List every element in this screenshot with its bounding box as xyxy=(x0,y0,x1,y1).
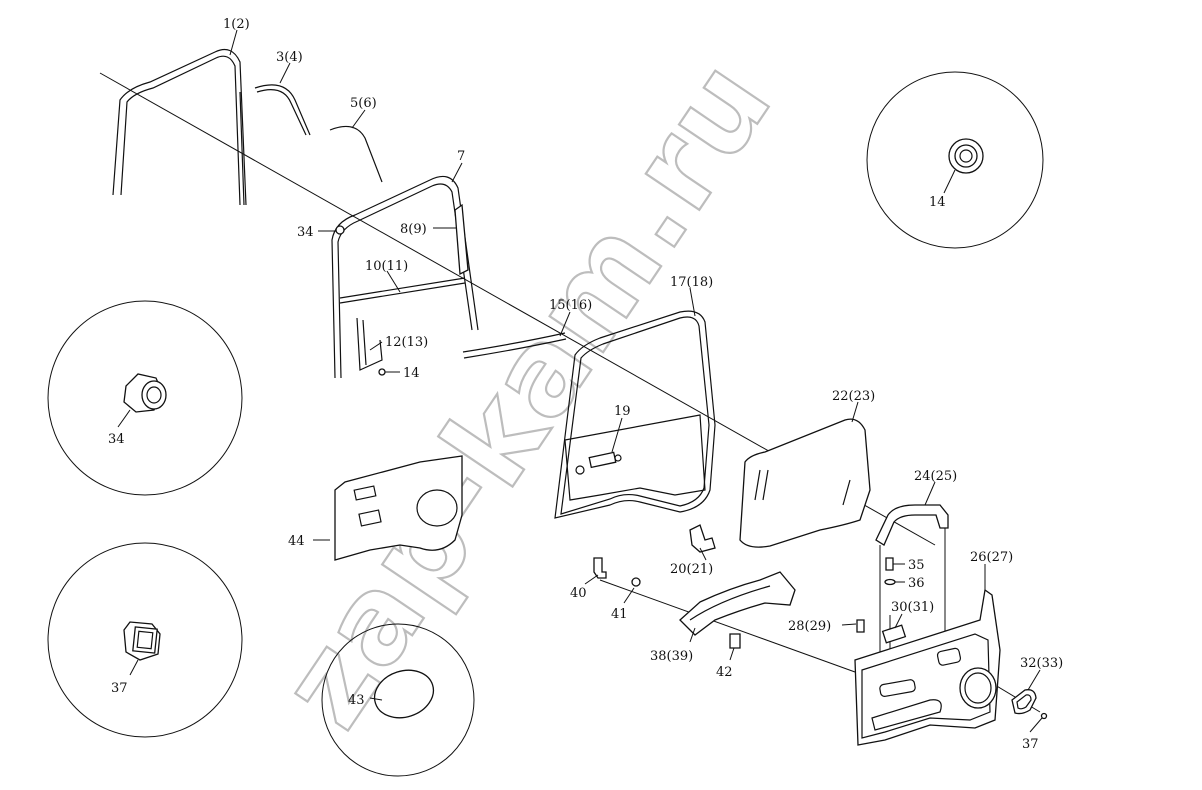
watermark-text: zap-kam.ru xyxy=(254,35,799,750)
callout-8: 8(9) xyxy=(400,222,427,237)
callout-26: 26(27) xyxy=(970,550,1013,565)
part-thin-strips xyxy=(254,84,383,183)
watermark: zap-kam.ru xyxy=(253,34,800,752)
callout-34-frame: 34 xyxy=(297,225,314,240)
callout-1: 1(2) xyxy=(223,17,250,32)
callout-44: 44 xyxy=(288,534,305,549)
part-window-frame-outer xyxy=(112,49,247,206)
callout-7: 7 xyxy=(457,149,465,164)
callout-42: 42 xyxy=(716,665,733,680)
callout-37-detail: 37 xyxy=(111,681,128,696)
part-glass-run-frame xyxy=(331,175,479,379)
callout-37-panel: 37 xyxy=(1022,737,1039,752)
part-door-trim-panel xyxy=(854,588,1001,746)
part-clip xyxy=(856,619,865,633)
callout-17: 17(18) xyxy=(670,275,713,290)
part-belt-strip xyxy=(462,332,567,359)
callout-36: 36 xyxy=(908,576,925,591)
callout-28: 28(29) xyxy=(788,619,831,634)
callout-43: 43 xyxy=(348,693,365,708)
callout-20: 20(21) xyxy=(670,562,713,577)
callout-3: 3(4) xyxy=(276,50,303,65)
part-screw-washer xyxy=(884,557,896,586)
detail-circle-14 xyxy=(866,71,1044,249)
callout-5: 5(6) xyxy=(350,96,377,111)
part-inner-panel xyxy=(334,455,463,561)
callout-14-detail: 14 xyxy=(929,195,946,210)
callout-14-frame: 14 xyxy=(403,366,420,381)
callout-10: 10(11) xyxy=(365,259,408,274)
callout-32: 32(33) xyxy=(1020,656,1063,671)
detail-circle-37 xyxy=(47,542,243,738)
leader-lines xyxy=(117,29,1043,733)
part-handle-bezel xyxy=(1011,689,1048,720)
part-grab-handle xyxy=(875,504,949,546)
detail-circle-34 xyxy=(47,300,243,496)
callout-35: 35 xyxy=(908,558,925,573)
callout-34-detail: 34 xyxy=(108,432,125,447)
callout-38: 38(39) xyxy=(650,649,693,664)
part-fasteners-and-bracket xyxy=(593,557,796,649)
detail-circle-43 xyxy=(321,623,475,777)
part-door-glass xyxy=(739,418,871,548)
callout-12: 12(13) xyxy=(385,335,428,350)
callout-22: 22(23) xyxy=(832,389,875,404)
callout-24: 24(25) xyxy=(914,469,957,484)
callout-labels: 1(2) 3(4) 5(6) 7 8(9) 34 10(11) 12(13) 1… xyxy=(108,17,1063,752)
callout-19: 19 xyxy=(614,404,631,419)
callout-40: 40 xyxy=(570,586,587,601)
callout-41: 41 xyxy=(611,607,628,622)
callout-30: 30(31) xyxy=(891,600,934,615)
callout-15: 15(16) xyxy=(549,298,592,313)
part-door-seal xyxy=(554,310,716,519)
part-hinge xyxy=(689,524,716,553)
